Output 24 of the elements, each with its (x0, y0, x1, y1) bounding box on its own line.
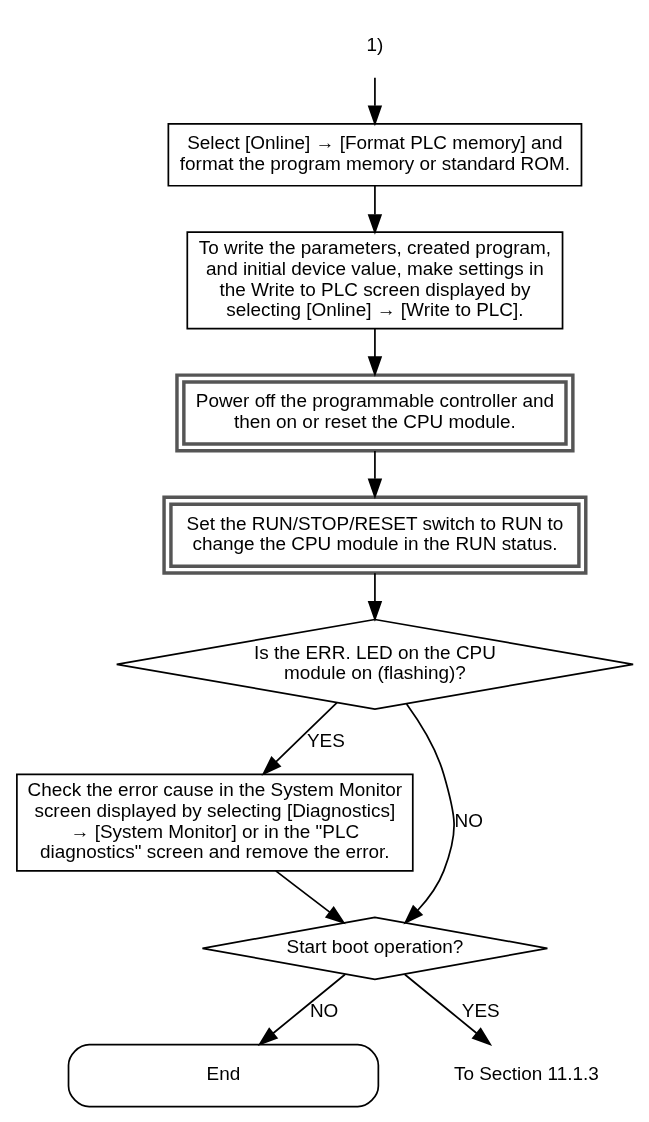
arrow (403, 703, 455, 925)
node-text: 1) (366, 34, 383, 56)
edge-label: NO (309, 999, 338, 1021)
edge-label: YES (306, 729, 345, 751)
arrow (261, 701, 338, 776)
arrow (367, 327, 382, 378)
node-diamond: Is the ERR. LED on the CPU module on (flashing)? (115, 618, 634, 710)
edge-label: NO (454, 810, 483, 832)
arrow (274, 870, 346, 925)
node-box: To write the parameters, created program, and initial device value, make settings in the Write to PLC screen displayed by selecting [Online] → [Write to PLC]. (185, 231, 563, 330)
node-box: Set the RUN/STOP/RESET switch to RUN to change the CPU module in the RUN status. (161, 495, 587, 575)
node-text: To Section 11.1.3 (453, 1063, 599, 1085)
arrow (367, 77, 382, 127)
arrow (367, 185, 382, 235)
arrow (257, 973, 346, 1046)
edge-label: YES (461, 999, 500, 1021)
node-diamond: Start boot operation? (201, 916, 548, 981)
node-box: Select [Online] → [Format PLC memory] and format the program memory or standard ROM. (167, 122, 582, 187)
node-box: Power off the programmable controller and then on or reset the CPU module. (174, 373, 575, 453)
node-box: Check the error cause in the System Monitor screen displayed by selecting [Diagnostics] → [System Monitor] or in the "PLC diagnostics" screen and remove the error. (15, 773, 414, 872)
arrow (367, 450, 382, 500)
arrow (367, 572, 382, 622)
node-box: End (67, 1043, 379, 1108)
arrow (403, 973, 492, 1046)
